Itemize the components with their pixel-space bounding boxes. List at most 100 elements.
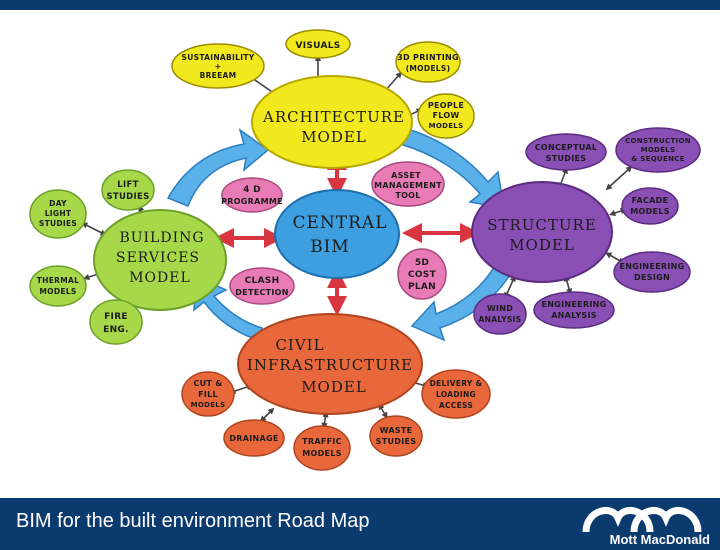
architecture-model: ARCHITECTURE MODEL	[251, 75, 413, 169]
satellite-construction-models: CONSTRUCTION MODELS & SEQUENCE	[615, 127, 701, 173]
wind-line-1: WIND	[487, 304, 513, 313]
civil-label-3: MODEL	[301, 378, 367, 396]
connector	[504, 275, 516, 299]
connector	[563, 274, 573, 296]
satellite-conceptual-studies: CONCEPTUAL STUDIES	[525, 133, 607, 171]
fire-line-1: FIRE	[104, 312, 128, 322]
satellite-daylight-studies: DAY LIGHT STUDIES	[29, 189, 87, 239]
fived-line-1: 5D	[415, 258, 429, 268]
building-label-1: BUILDING	[119, 230, 204, 246]
waste-line-1: WASTE	[380, 426, 413, 435]
people-flow-line-2: FLOW	[432, 111, 459, 120]
people-flow-line-3: MODELS	[429, 122, 464, 130]
facade-line-2: MODELS	[630, 207, 670, 216]
satellite-waste-studies: WASTE STUDIES	[369, 415, 423, 457]
conceptual-line-2: STUDIES	[546, 154, 587, 163]
daylight-line-3: STUDIES	[39, 219, 77, 228]
cut-fill-line-2: FILL	[198, 390, 218, 399]
satellite-traffic-models: TRAFFIC MODELS	[293, 425, 351, 471]
civil-infrastructure-model: CIVIL INFRASTRUCTURE MODEL	[237, 313, 423, 415]
structure-label-1: STRUCTURE	[487, 216, 597, 234]
central-satellite-asset-management: ASSET MANAGEMENT TOOL	[371, 161, 445, 207]
central-satellite-clash-detection: CLASH DETECTION	[229, 267, 295, 305]
traffic-line-2: MODELS	[302, 449, 342, 458]
central-satellite-4d-programme: 4 D PROGRAMME	[221, 177, 283, 213]
connector	[605, 165, 633, 191]
printing-line-1: 3D PRINTING	[397, 53, 459, 62]
eng-analysis-line-2: ANALYSIS	[551, 311, 597, 320]
eng-design-line-2: DESIGN	[634, 273, 670, 282]
delivery-line-2: LOADING	[436, 390, 476, 399]
structure-model: STRUCTURE MODEL	[471, 181, 613, 283]
fourd-line-1: 4 D	[243, 185, 261, 195]
civil-label-1: CIVIL	[275, 336, 324, 354]
eng-design-line-1: ENGINEERING	[619, 262, 684, 271]
arrow-building-to-architecture	[166, 128, 270, 207]
construction-line-2: MODELS	[641, 146, 676, 154]
visuals-line-1: VISUALS	[295, 41, 340, 51]
slide-title: BIM for the built environment Road Map	[16, 510, 370, 532]
asset-line-3: TOOL	[395, 191, 420, 200]
daylight-line-2: LIGHT	[45, 209, 72, 218]
fived-line-2: COST	[408, 270, 437, 280]
structure-label-2: MODEL	[509, 236, 575, 254]
conceptual-line-1: CONCEPTUAL	[535, 143, 598, 152]
architecture-label-2: MODEL	[301, 128, 367, 146]
waste-line-2: STUDIES	[376, 437, 417, 446]
daylight-line-1: DAY	[49, 199, 67, 208]
central-label-1: CENTRAL	[293, 213, 388, 233]
fived-line-3: PLAN	[408, 282, 436, 292]
sustainability-line-1: SUSTAINABILITY	[182, 53, 255, 62]
thermal-line-2: MODELS	[39, 287, 76, 296]
satellite-lift-studies: LIFT STUDIES	[101, 169, 155, 211]
drainage-line-1: DRAINAGE	[229, 434, 278, 443]
top-bar	[0, 0, 720, 10]
fire-line-2: ENG.	[103, 325, 129, 335]
building-services-model: BUILDING SERVICES MODEL	[93, 209, 227, 311]
clash-line-1: CLASH	[245, 276, 280, 286]
connector	[321, 410, 329, 430]
mott-macdonald-logo-icon	[582, 507, 702, 533]
eng-analysis-line-1: ENGINEERING	[541, 300, 606, 309]
asset-line-1: ASSET	[391, 171, 421, 180]
facade-line-1: FACADE	[632, 196, 669, 205]
fourd-line-2: PROGRAMME	[221, 197, 283, 206]
company-logo: Mott MacDonald	[564, 500, 714, 548]
central-bim: CENTRAL BIM	[274, 189, 400, 279]
satellite-sustainability-breeam: SUSTAINABILITY + BREEAM	[171, 43, 265, 89]
building-label-2: SERVICES	[116, 250, 200, 266]
satellite-delivery-loading-access: DELIVERY & LOADING ACCESS	[421, 369, 491, 419]
construction-line-3: & SEQUENCE	[631, 155, 685, 163]
printing-line-2: (MODELS)	[406, 64, 451, 73]
sustainability-line-3: BREEAM	[200, 71, 237, 80]
central-label-2: BIM	[310, 237, 350, 257]
people-flow-line-1: PEOPLE	[428, 101, 464, 110]
asset-line-2: MANAGEMENT	[374, 181, 442, 190]
satellite-drainage: DRAINAGE	[223, 419, 285, 457]
central-links	[214, 150, 480, 316]
architecture-label-1: ARCHITECTURE	[262, 108, 405, 126]
clash-line-2: DETECTION	[235, 288, 289, 297]
satellite-facade-models: FACADE MODELS	[621, 187, 679, 225]
cut-fill-line-3: MODELS	[191, 401, 226, 409]
delivery-line-1: DELIVERY &	[430, 379, 483, 388]
satellite-engineering-design: ENGINEERING DESIGN	[613, 251, 691, 293]
satellite-engineering-analysis: ENGINEERING ANALYSIS	[533, 291, 615, 329]
logo-text: Mott MacDonald	[609, 532, 710, 547]
wind-line-2: ANALYSIS	[479, 315, 522, 324]
satellite-fire-engineering: FIRE ENG.	[89, 299, 143, 345]
satellite-wind-analysis: WIND ANALYSIS	[473, 293, 527, 335]
diagram-svg: ARCHITECTURE MODEL STRUCTURE MODEL BUILD…	[29, 29, 701, 471]
traffic-line-1: TRAFFIC	[302, 437, 342, 446]
lift-line-1: LIFT	[117, 180, 138, 190]
satellite-thermal-models: THERMAL MODELS	[29, 265, 87, 307]
roadmap-diagram: ARCHITECTURE MODEL STRUCTURE MODEL BUILD…	[0, 10, 720, 498]
satellite-cut-fill-models: CUT & FILL MODELS	[181, 371, 235, 417]
building-label-3: MODEL	[129, 270, 191, 286]
connector	[378, 403, 388, 419]
civil-label-2: INFRASTRUCTURE	[247, 356, 413, 374]
satellite-people-flow: PEOPLE FLOW MODELS	[417, 93, 475, 139]
cut-fill-line-1: CUT &	[193, 379, 222, 388]
sustainability-line-2: +	[215, 62, 222, 71]
